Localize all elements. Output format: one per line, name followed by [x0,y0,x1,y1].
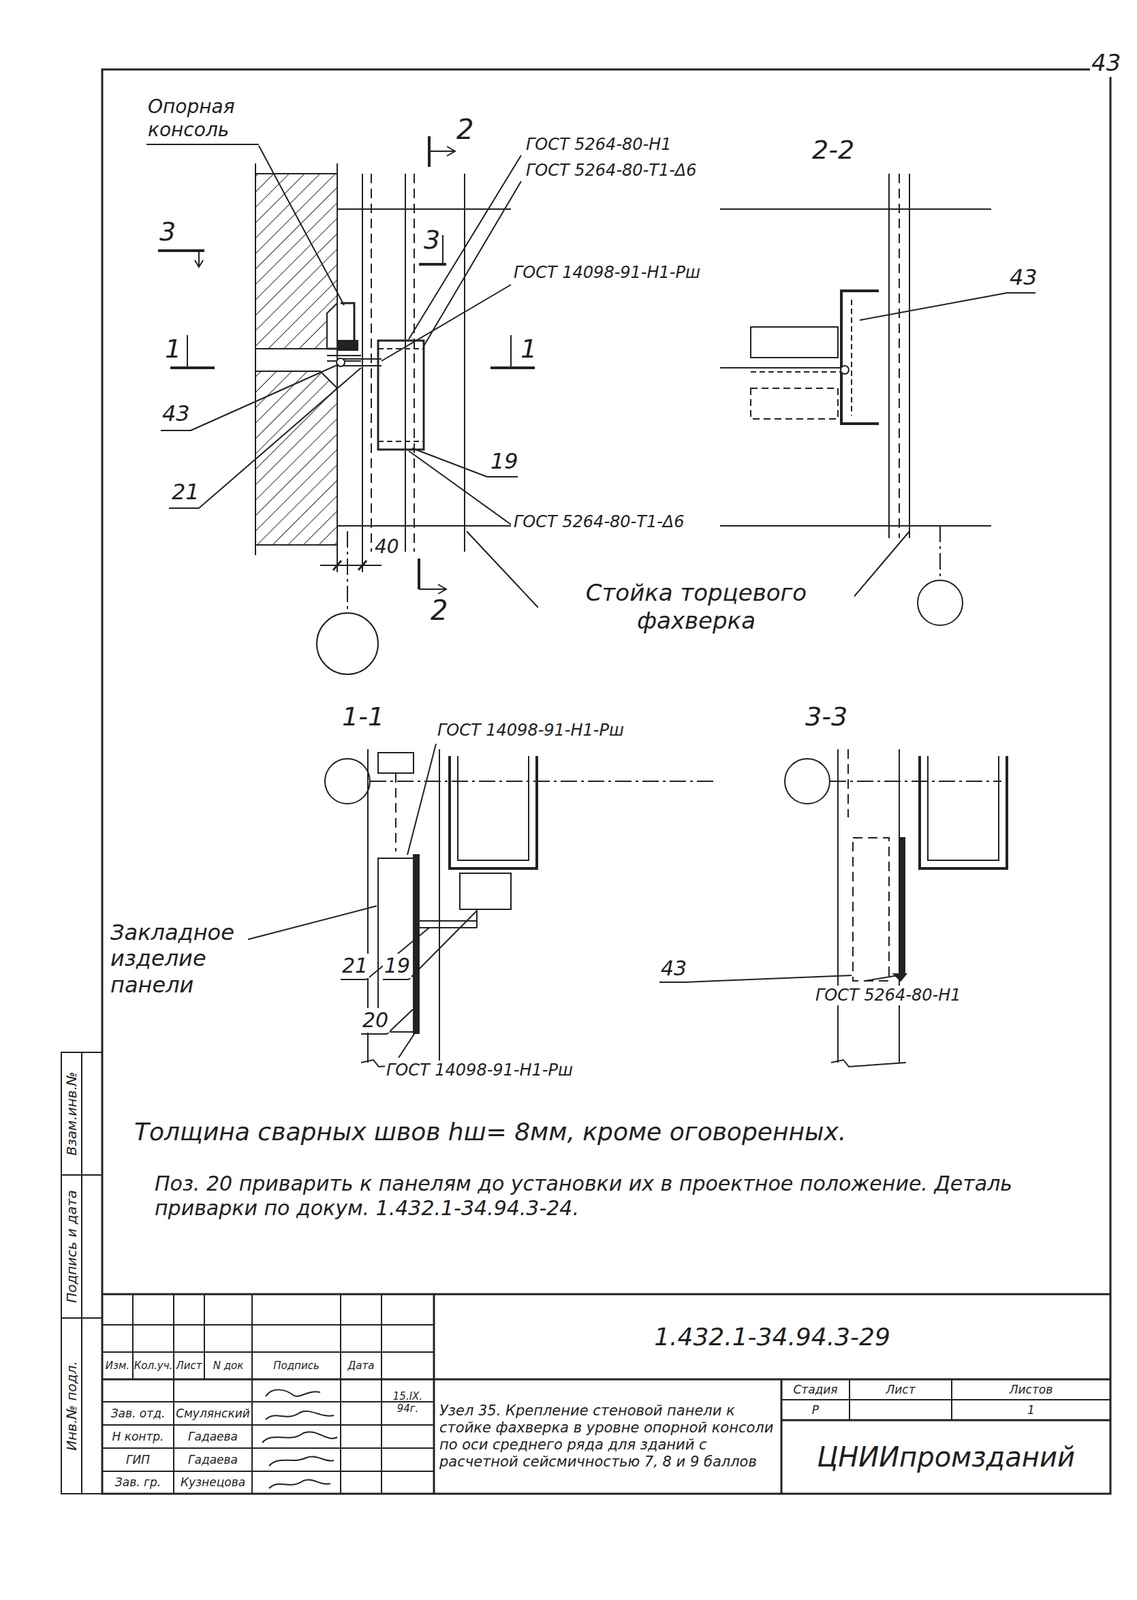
part-label: Закладное изделие панели [108,919,248,999]
note: Толщина сварных швов hш= 8мм, кроме огов… [132,1117,848,1147]
callout-number: 20 [361,1008,390,1033]
sheet-number: 43 [1089,49,1123,77]
view-3-3 [659,749,1007,1067]
table-cell: 15.IX. 94г. [381,1379,434,1426]
table-cell: N док [204,1352,253,1380]
view-title: 3-3 [803,701,849,734]
weld-spec: ГОСТ 5264-80-Т1-Δ6 [524,160,699,181]
table-cell: Лист [173,1352,205,1380]
table-cell: Дата [340,1352,382,1380]
callout-number: 19 [489,448,520,475]
section-mark: 3 [422,224,442,257]
section-mark: 2 [455,113,475,146]
part-label: Стойка торцевого фахверка [538,579,855,635]
section-mark: 3 [158,216,178,248]
weld-spec: ГОСТ 14098-91-Н1-Рш [512,262,702,283]
table-cell: Кузнецова [173,1471,253,1494]
note: Поз. 20 приварить к панелям до установки… [153,1171,1063,1221]
leader-lines [146,144,910,608]
callout-number: 43 [160,400,192,427]
table-cell: Гадаева [173,1448,253,1472]
document-code: 1.432.1-34.94.3-29 [433,1294,1111,1380]
table-cell: Изм. [102,1352,133,1380]
weld-spec: ГОСТ 14098-91-Н1-Рш [435,720,626,741]
callout-number: 21 [170,478,201,505]
table-cell: Подпись [252,1352,341,1380]
side-stamp [61,1052,103,1494]
sheet-frame [102,69,1111,1494]
weld-spec: ГОСТ 14098-91-Н1-Рш [384,1060,575,1081]
section-mark: 1 [519,333,539,366]
weld-spec: ГОСТ 5264-80-Н1 [524,134,674,155]
part-label: Опорная консоль [146,95,272,142]
weld-spec: ГОСТ 5264-80-Т1-Δ6 [512,512,687,533]
view-title: 1-1 [340,701,386,734]
callout-number: 21 [340,953,370,979]
weld-spec: ГОСТ 5264-80-Н1 [814,985,963,1006]
table-cell: Стадия [781,1379,850,1400]
stamp-text: Подпись и дата [63,1188,80,1305]
drawing-title: Узел 35. Крепление стеновой панели к сто… [433,1379,782,1494]
stamp-text: Взам.инв.№ [63,1070,80,1157]
section-mark: 2 [429,594,449,627]
title-block [102,1294,1111,1494]
main-view [158,136,535,675]
callout-number: 43 [1008,264,1039,291]
view-1-1 [224,743,716,1067]
section-mark: 1 [163,333,183,366]
table-cell: 1 [951,1399,1111,1421]
table-cell: Зав. отд. [102,1402,174,1426]
dimension: 40 [373,535,401,559]
view-title: 2-2 [810,134,856,167]
table-cell: Листов [951,1379,1111,1400]
table-cell: Н контр. [102,1425,174,1449]
stamp-text: Инв.№ подл. [63,1359,80,1453]
callout-number: 43 [659,956,689,981]
table-cell: Гадаева [173,1425,253,1449]
table-cell: Р [781,1399,850,1421]
organization-name: ЦНИИпромзданий [781,1420,1111,1494]
view-2-2 [720,173,1036,626]
table-cell: Зав. гр. [102,1471,174,1494]
table-cell: Лист [849,1379,952,1400]
table-cell: ГИП [102,1448,174,1472]
table-cell: Кол.уч. [132,1352,174,1380]
table-cell: Смулянский [173,1402,253,1426]
callout-number: 19 [382,953,412,979]
